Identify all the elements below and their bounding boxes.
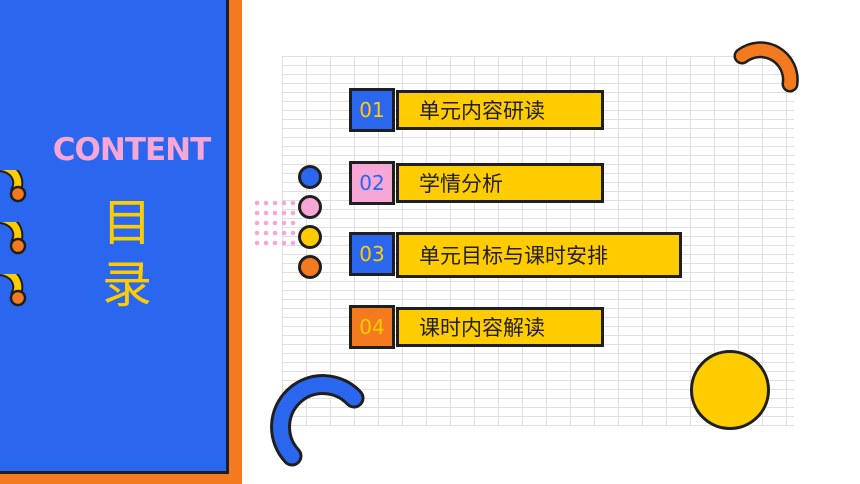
left-panel: [0, 0, 229, 474]
orange-dot-icon: [298, 255, 322, 279]
yellow-dot-icon: [298, 225, 322, 249]
binder-ring-icon: [0, 170, 27, 203]
menu-item-4-number[interactable]: 04: [349, 305, 395, 349]
catalog-title-char-2: 录: [102, 256, 152, 314]
menu-item-3-number[interactable]: 03: [349, 232, 395, 276]
orange-arc-icon: [733, 41, 799, 93]
content-title: CONTENT: [52, 132, 211, 168]
menu-item-2-number[interactable]: 02: [349, 161, 395, 205]
menu-item-4-label[interactable]: 课时内容解读: [396, 307, 604, 347]
blue-arc-icon: [270, 374, 365, 467]
menu-item-2-label[interactable]: 学情分析: [396, 163, 604, 203]
menu-item-3-label[interactable]: 单元目标与课时安排: [396, 232, 682, 278]
blue-dot-icon: [298, 165, 322, 189]
binder-ring-icon: [0, 274, 27, 307]
catalog-title-char-1: 目: [102, 194, 152, 252]
binder-ring-icon: [0, 222, 27, 255]
dot-pattern-icon: [254, 200, 296, 246]
menu-item-1-label[interactable]: 单元内容研读: [396, 90, 604, 130]
yellow-circle-icon: [690, 350, 770, 430]
pink-dot-icon: [298, 195, 322, 219]
menu-item-1-number[interactable]: 01: [349, 88, 395, 132]
